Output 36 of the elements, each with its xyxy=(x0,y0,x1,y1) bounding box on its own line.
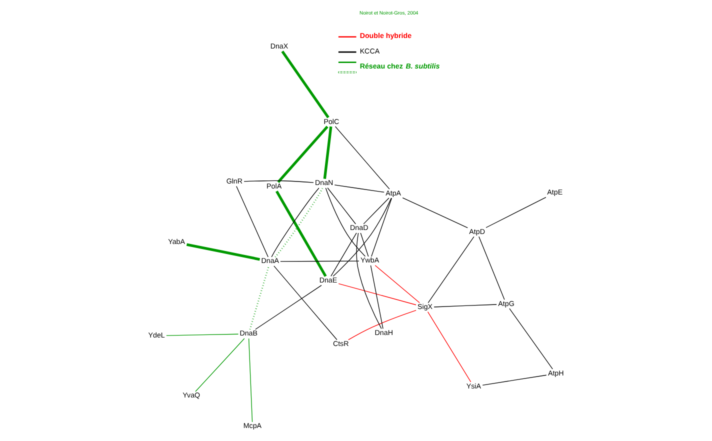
connector xyxy=(248,338,253,422)
connector xyxy=(356,232,382,330)
connector xyxy=(186,243,260,261)
connector xyxy=(363,198,390,224)
connector xyxy=(334,184,384,193)
connector xyxy=(402,198,468,228)
connector xyxy=(370,265,384,330)
connector xyxy=(478,236,505,300)
connector xyxy=(428,236,474,304)
connector xyxy=(327,188,356,224)
connector xyxy=(509,308,553,370)
connector xyxy=(255,284,322,330)
connector xyxy=(332,198,392,277)
connector xyxy=(371,198,392,257)
connector xyxy=(360,232,369,257)
connector xyxy=(280,260,360,262)
connector xyxy=(330,232,357,277)
connector xyxy=(325,188,366,257)
connector xyxy=(323,126,332,179)
connector xyxy=(482,374,547,386)
connector xyxy=(281,50,330,118)
connector xyxy=(486,197,546,228)
connector xyxy=(374,265,420,304)
connector xyxy=(249,266,270,330)
connector xyxy=(338,283,416,306)
connector xyxy=(195,338,245,392)
connector xyxy=(277,126,328,183)
connector xyxy=(236,186,268,258)
connector xyxy=(274,266,338,340)
connector xyxy=(434,304,497,308)
connector xyxy=(348,310,416,340)
connector xyxy=(335,126,390,190)
connector xyxy=(244,180,314,183)
connector xyxy=(427,312,472,382)
connector xyxy=(166,334,239,336)
connector xyxy=(276,190,327,277)
